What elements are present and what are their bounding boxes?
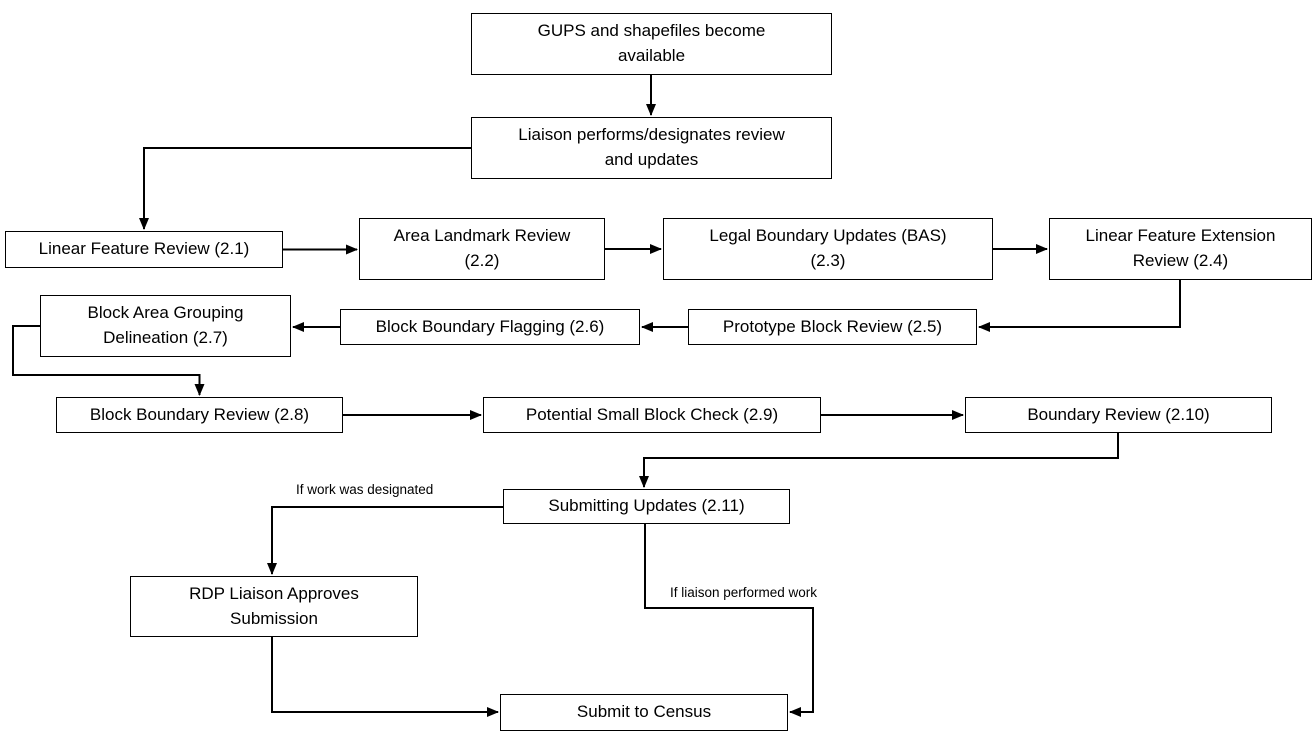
arrow-2-11-to-census bbox=[644, 524, 814, 717]
node-area-landmark-review-2-2: Area Landmark Review (2.2) bbox=[359, 218, 605, 280]
node-block-boundary-review-2-8: Block Boundary Review (2.8) bbox=[56, 397, 343, 433]
arrow-rdp-to-census bbox=[271, 637, 499, 717]
arrow-2-10-to-2-11 bbox=[639, 433, 1119, 488]
edge-label-if-liaison-performed: If liaison performed work bbox=[670, 585, 818, 601]
node-submitting-updates-2-11: Submitting Updates (2.11) bbox=[503, 489, 790, 524]
arrow-2-4-to-2-5 bbox=[978, 280, 1181, 332]
node-rdp-liaison-approves: RDP Liaison Approves Submission bbox=[130, 576, 418, 637]
node-boundary-review-2-10: Boundary Review (2.10) bbox=[965, 397, 1272, 433]
node-prototype-block-review-2-5: Prototype Block Review (2.5) bbox=[688, 309, 977, 345]
arrow-liaison-to-2-1 bbox=[139, 147, 471, 230]
node-liaison-performs-designates: Liaison performs/designates review and u… bbox=[471, 117, 832, 179]
node-gups-shapefiles-available: GUPS and shapefiles become available bbox=[471, 13, 832, 75]
node-potential-small-block-check-2-9: Potential Small Block Check (2.9) bbox=[483, 397, 821, 433]
node-legal-boundary-updates-2-3: Legal Boundary Updates (BAS) (2.3) bbox=[663, 218, 993, 280]
node-block-area-grouping-2-7: Block Area Grouping Delineation (2.7) bbox=[40, 295, 291, 357]
arrow-2-11-to-rdp bbox=[267, 506, 503, 575]
arrow-2-7-to-2-8 bbox=[12, 325, 205, 396]
edge-label-if-work-designated: If work was designated bbox=[296, 482, 434, 498]
node-block-boundary-flagging-2-6: Block Boundary Flagging (2.6) bbox=[340, 309, 640, 345]
node-linear-feature-extension-2-4: Linear Feature Extension Review (2.4) bbox=[1049, 218, 1312, 280]
node-linear-feature-review-2-1: Linear Feature Review (2.1) bbox=[5, 231, 283, 268]
node-submit-to-census: Submit to Census bbox=[500, 694, 788, 731]
